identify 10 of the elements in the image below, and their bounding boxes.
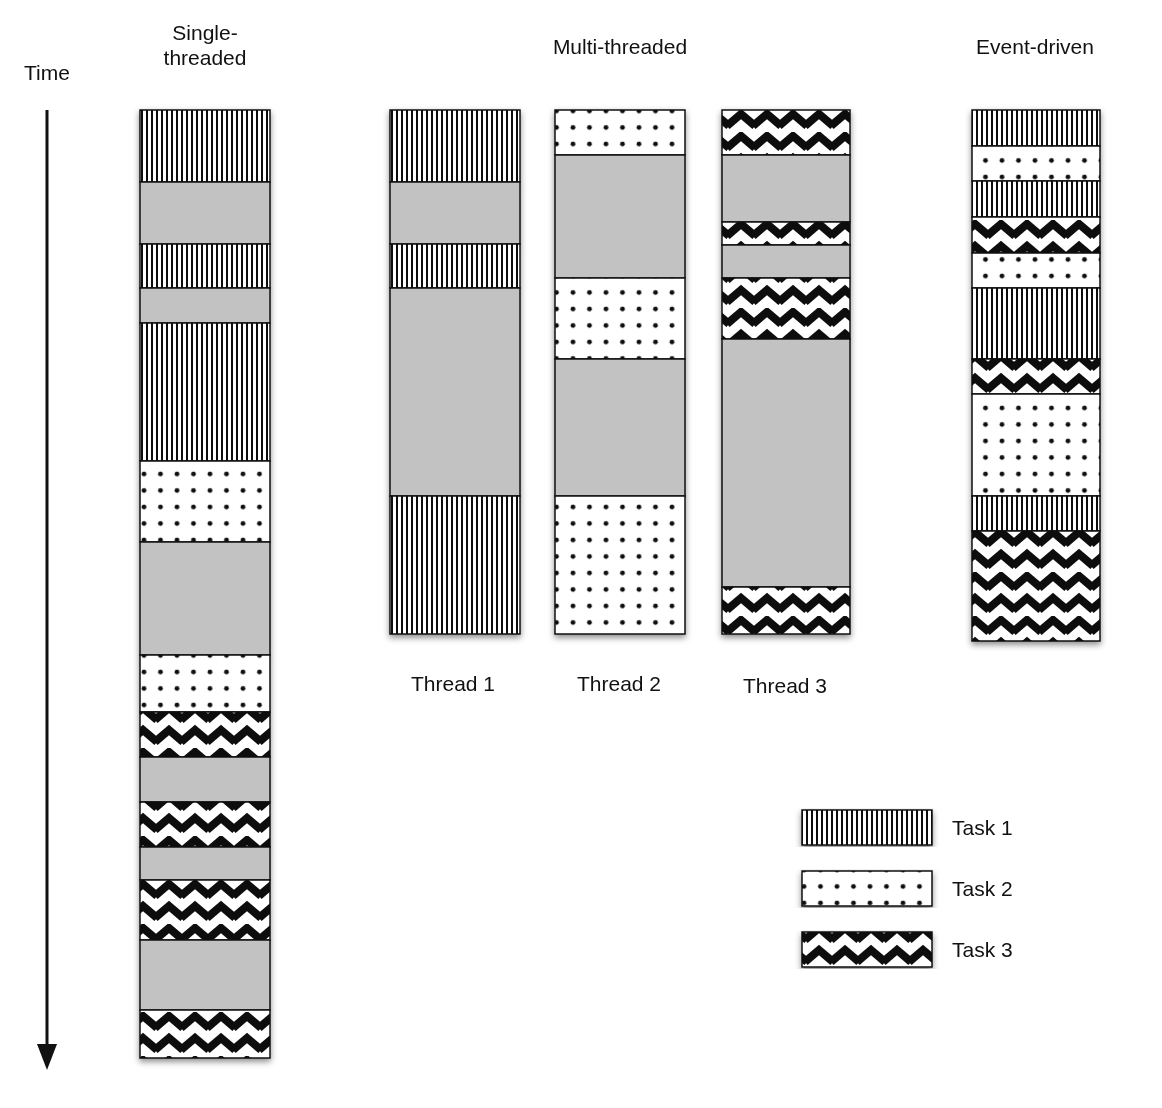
column-heading: Single- threaded — [162, 20, 248, 70]
legend-label: Task 2 — [952, 876, 1013, 901]
column-heading: Multi-threaded — [551, 34, 689, 59]
time-label: Time — [23, 60, 71, 85]
legend-label: Task 3 — [952, 937, 1013, 962]
thread-label: Thread 3 — [741, 673, 829, 698]
thread-label: Thread 2 — [575, 671, 663, 696]
thread-label: Thread 1 — [409, 671, 497, 696]
column-heading: Event-driven — [975, 34, 1095, 59]
legend-label: Task 1 — [952, 815, 1013, 840]
